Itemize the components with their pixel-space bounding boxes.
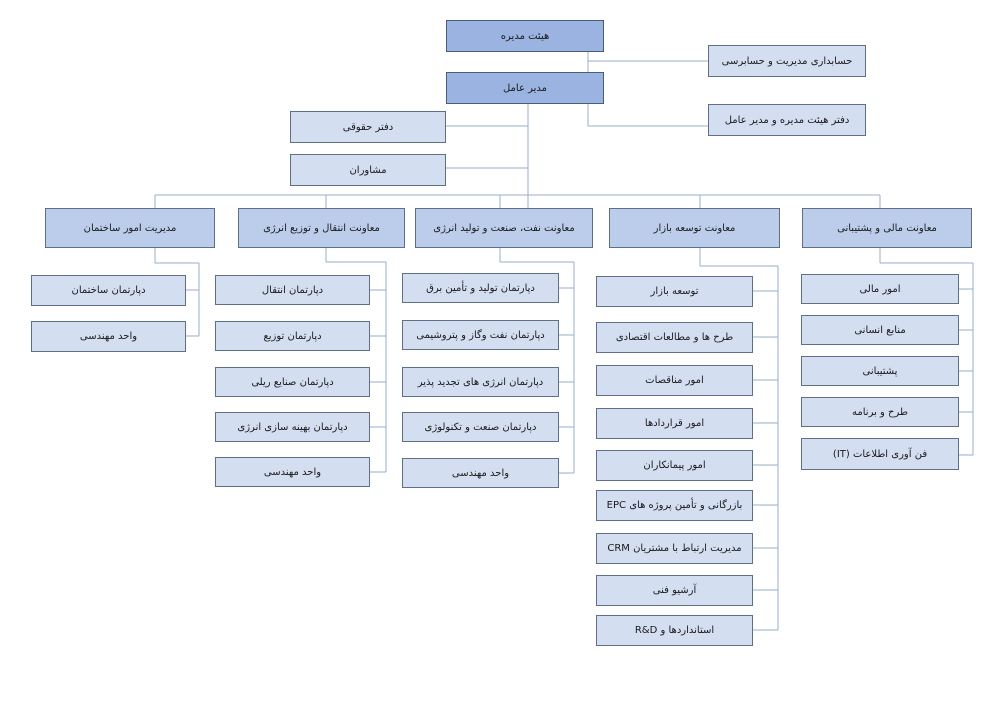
division-building-box: مدیریت امور ساختمان bbox=[45, 208, 215, 248]
unit-market-3: امور مناقصات bbox=[596, 365, 753, 396]
unit-market-1: توسعه بازار bbox=[596, 276, 753, 307]
unit-production-2: دپارتمان نفت وگاز و پتروشیمی bbox=[402, 320, 559, 350]
ceo-box: مدیر عامل bbox=[446, 72, 604, 104]
division-market-box: معاونت توسعه بازار bbox=[609, 208, 780, 248]
unit-distribution-4: دپارتمان بهینه سازی انرژی bbox=[215, 412, 370, 442]
unit-finance-5: فن آوری اطلاعات (IT) bbox=[801, 438, 959, 470]
unit-production-3: دپارتمان انرژی های تجدید پذیر bbox=[402, 367, 559, 397]
division-finance-box: معاونت مالی و پشتیبانی bbox=[802, 208, 972, 248]
board-office-box: دفتر هیئت مدیره و مدیر عامل bbox=[708, 104, 866, 136]
unit-market-7: مدیریت ارتباط با مشتریان CRM bbox=[596, 533, 753, 564]
unit-finance-2: منابع انسانی bbox=[801, 315, 959, 345]
unit-distribution-1: دپارتمان انتقال bbox=[215, 275, 370, 305]
unit-building-2: واحد مهندسی bbox=[31, 321, 186, 352]
unit-market-9: استانداردها و R&D bbox=[596, 615, 753, 646]
audit-box: حسابداری مدیریت و حسابرسی bbox=[708, 45, 866, 77]
unit-market-6: بازرگانی و تأمین پروژه های EPC bbox=[596, 490, 753, 521]
unit-building-1: دپارتمان ساختمان bbox=[31, 275, 186, 306]
unit-market-2: طرح ها و مطالعات اقتصادی bbox=[596, 322, 753, 353]
legal-box: دفتر حقوقی bbox=[290, 111, 446, 143]
unit-finance-1: امور مالی bbox=[801, 274, 959, 304]
unit-production-1: دپارتمان تولید و تأمین برق bbox=[402, 273, 559, 303]
board-box: هیئت مدیره bbox=[446, 20, 604, 52]
advisors-box: مشاوران bbox=[290, 154, 446, 186]
unit-finance-4: طرح و برنامه bbox=[801, 397, 959, 427]
unit-distribution-3: دپارتمان صنایع ریلی bbox=[215, 367, 370, 397]
division-energy-distribution-box: معاونت انتقال و توزیع انرژی bbox=[238, 208, 405, 248]
unit-market-5: امور پیمانکاران bbox=[596, 450, 753, 481]
unit-production-4: دپارتمان صنعت و تکنولوژی bbox=[402, 412, 559, 442]
unit-market-8: آرشیو فنی bbox=[596, 575, 753, 606]
unit-production-5: واحد مهندسی bbox=[402, 458, 559, 488]
division-energy-production-box: معاونت نفت، صنعت و تولید انرژی bbox=[415, 208, 593, 248]
unit-finance-3: پشتیبانی bbox=[801, 356, 959, 386]
unit-distribution-2: دپارتمان توزیع bbox=[215, 321, 370, 351]
unit-distribution-5: واحد مهندسی bbox=[215, 457, 370, 487]
unit-market-4: امور قراردادها bbox=[596, 408, 753, 439]
